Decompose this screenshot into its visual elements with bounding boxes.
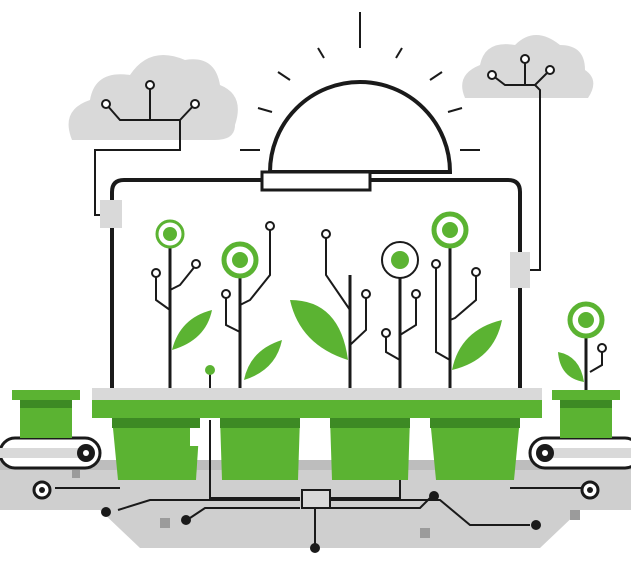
- conveyor-belt-icon: [0, 436, 102, 470]
- plant-pot-icon: [112, 418, 200, 480]
- pot-notch: [190, 428, 428, 446]
- planter-rim: [92, 400, 542, 418]
- floor-tile: [72, 470, 80, 478]
- shelf: [92, 388, 542, 402]
- sensor-box: [100, 200, 122, 228]
- circuit-plant-icon: [151, 219, 212, 390]
- plant-pot-icon: [220, 418, 300, 480]
- greenhouse-vent: [260, 170, 372, 192]
- floor-tile: [420, 528, 430, 538]
- greenhouse-frame: [100, 170, 530, 400]
- floor-tile: [570, 510, 580, 520]
- circuit-chip-icon: [301, 489, 331, 509]
- sun-icon: [240, 12, 480, 174]
- circuit-plant-icon: [290, 229, 371, 390]
- circuit-plant-icon: [558, 301, 607, 390]
- cloud-icon: [462, 35, 594, 271]
- cloud-icon: [68, 55, 238, 216]
- plant-pot-icon: [330, 418, 410, 480]
- sensor-node: [32, 480, 600, 500]
- sensor-box: [510, 252, 530, 288]
- floor-circuit-nodes: [101, 491, 541, 553]
- plant-pot-icon: [12, 390, 80, 438]
- circuit-plant-icon: [221, 221, 282, 390]
- circuit-plant-icon: [381, 241, 421, 390]
- circuit-plant-icon: [431, 211, 502, 390]
- plant-pot-icon: [552, 390, 620, 438]
- floor-tile: [160, 518, 170, 528]
- conveyor-belt-icon: [528, 436, 631, 470]
- circuit-plant-icon: [205, 365, 215, 390]
- plant-pot-icon: [430, 418, 520, 480]
